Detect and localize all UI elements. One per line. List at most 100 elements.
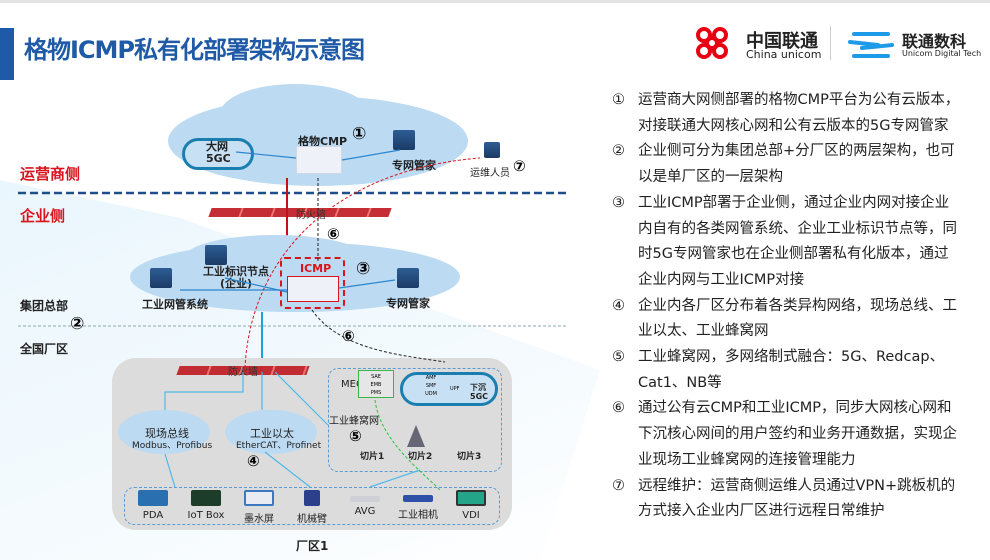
device-list: PDA IoT Box 墨水屏 机械臂 AVG 工业相机 VDI xyxy=(128,490,496,525)
note-item: ⑥ 通过公有云CMP和工业ICMP，同步大网核心网和下沉核心网间的用户签约和业务开… xyxy=(612,396,982,473)
sink-label-1: 下沉 xyxy=(470,383,486,392)
icmp-label: ICMP xyxy=(300,262,332,275)
logo-divider xyxy=(830,26,831,60)
marker-6a: ⑥ xyxy=(327,225,340,243)
marker-2: ② xyxy=(70,314,85,334)
note-text: 方式接入企业内厂区进行远程日常维护 xyxy=(638,503,885,520)
factory-label: 厂区1 xyxy=(296,539,329,553)
zone-operator: 运营商侧 xyxy=(20,165,81,183)
device-robot-arm: 机械臂 xyxy=(287,490,337,525)
note-line: 方式接入企业内厂区进行远程日常维护 xyxy=(612,499,982,525)
note-text: 下沉核心网间的用户签约和业务开通数据，实现企 xyxy=(638,426,957,443)
marker-1: ① xyxy=(352,124,367,144)
note-text: 企业内网与工业ICMP对接 xyxy=(638,271,805,288)
ethernet-label: 工业以太 xyxy=(250,427,294,440)
note-text: 远程维护：运营商侧运维人员通过VPN+跳板机的 xyxy=(638,477,956,494)
zone-factories: 全国厂区 xyxy=(20,342,69,356)
ops-label: 运维人员 xyxy=(470,168,510,179)
device-agv: AVG xyxy=(340,490,390,525)
note-text: 企业侧可分为集团总部+分厂区的两层架构，也可 xyxy=(638,143,955,160)
note-line: 时5G专网管家也在企业侧部署私有化版本，通过 xyxy=(612,242,982,268)
title-accent xyxy=(0,28,14,80)
note-text: 工业ICMP部署于企业侧，通过企业内网对接企业 xyxy=(638,194,950,211)
note-number: ② xyxy=(612,143,625,160)
note-number: ① xyxy=(612,92,625,108)
device-camera: 工业相机 xyxy=(393,490,443,525)
note-number: ③ xyxy=(612,194,625,211)
nms-icon xyxy=(150,268,172,288)
note-line: 下沉核心网间的用户签约和业务开通数据，实现企 xyxy=(612,422,982,448)
note-line: ⑦ 远程维护：运营商侧运维人员通过VPN+跳板机的 xyxy=(612,474,982,500)
upf-label: UPF xyxy=(450,386,460,392)
note-text: 运营商大网侧部署的格物CMP平台为公有云版本， xyxy=(638,92,960,108)
note-number: ④ xyxy=(612,297,625,314)
note-text: 内自有的各类网管系统、企业工业标识节点等，同 xyxy=(638,220,957,237)
note-line: 内自有的各类网管系统、企业工业标识节点等，同 xyxy=(612,217,982,243)
firewall-label: 防火墙 xyxy=(296,210,326,221)
id-node-icon xyxy=(205,245,227,265)
note-line: Cat1、NB等 xyxy=(612,371,982,397)
note-text: 业现场工业蜂窝网的连接管理能力 xyxy=(638,451,856,468)
camera-icon xyxy=(403,495,433,502)
device-vdi: VDI xyxy=(446,490,496,525)
slice-1: 切片1 xyxy=(360,452,385,462)
marker-6b: ⑥ xyxy=(342,327,355,345)
note-text: 以是单厂区的一层架构 xyxy=(638,169,783,186)
unicom-name-cn: 中国联通 xyxy=(746,31,818,52)
digital-name-cn: 联通数科 xyxy=(902,32,967,51)
sink-label-2: 5GC xyxy=(470,392,489,401)
note-text: 时5G专网管家也在企业侧部署私有化版本，通过 xyxy=(638,246,949,263)
note-line: ② 企业侧可分为集团总部+分厂区的两层架构，也可 xyxy=(612,139,982,165)
note-line: 对接联通大网核心网和公有云版本的5G专网管家 xyxy=(612,114,982,140)
icmp-screen xyxy=(287,276,339,302)
agv-icon xyxy=(350,496,380,502)
slice-3: 切片3 xyxy=(457,452,482,462)
hq-mgr-label: 专网管家 xyxy=(386,297,430,310)
eink-icon xyxy=(244,490,274,506)
hq-server-icon xyxy=(397,268,419,288)
marker-7: ⑦ xyxy=(513,157,526,175)
fieldbus-sub: Modbus、Profibus xyxy=(132,441,213,451)
unicom-digital-logo-icon xyxy=(848,32,894,58)
nms-label: 工业网管系统 xyxy=(142,298,208,311)
cmp-label: 格物CMP xyxy=(298,135,348,148)
note-line: ③ 工业ICMP部署于企业侧，通过企业内网对接企业 xyxy=(612,191,982,217)
note-text: 业以太、工业蜂窝网 xyxy=(638,323,769,340)
note-line: 业以太、工业蜂窝网 xyxy=(612,319,982,345)
id-node-sub: (企业) xyxy=(219,277,253,290)
ethernet-sub: EtherCAT、Profinet xyxy=(236,441,322,451)
note-text: 通过公有云CMP和工业ICMP，同步大网核心网和 xyxy=(638,400,952,417)
note-item: ⑦ 远程维护：运营商侧运维人员通过VPN+跳板机的方式接入企业内厂区进行远程日常维… xyxy=(612,474,982,525)
pda-icon xyxy=(138,490,168,506)
note-item: ③ 工业ICMP部署于企业侧，通过企业内网对接企业内自有的各类网管系统、企业工业标… xyxy=(612,191,982,294)
notes-list: ① 运营商大网侧部署的格物CMP平台为公有云版本， 对接联通大网核心网和公有云版本的… xyxy=(612,88,982,525)
note-number: ⑥ xyxy=(612,400,625,417)
fieldbus-label: 现场总线 xyxy=(145,427,189,440)
note-item: ① 运营商大网侧部署的格物CMP平台为公有云版本， 对接联通大网核心网和公有云版本的… xyxy=(612,88,982,139)
cellular-label: 工业蜂窝网 xyxy=(329,416,379,427)
note-number: ⑦ xyxy=(612,477,625,494)
china-unicom-logo-icon xyxy=(696,27,728,59)
marker-5: ⑤ xyxy=(349,427,362,445)
note-item: ② 企业侧可分为集团总部+分厂区的两层架构，也可以是单厂区的一层架构 xyxy=(612,139,982,190)
operator-cloud-top xyxy=(220,84,370,144)
note-number: ⑤ xyxy=(612,349,625,366)
iot-box-icon xyxy=(191,490,221,506)
slice-2: 切片2 xyxy=(408,452,433,462)
note-line: ⑥ 通过公有云CMP和工业ICMP，同步大网核心网和 xyxy=(612,396,982,422)
marker-3: ③ xyxy=(356,259,371,279)
devices-area xyxy=(124,487,500,525)
note-text: Cat1、NB等 xyxy=(638,374,722,391)
note-line: 以是单厂区的一层架构 xyxy=(612,165,982,191)
operator-divider xyxy=(18,191,568,195)
note-line: 企业内网与工业ICMP对接 xyxy=(612,268,982,294)
robot-arm-icon xyxy=(304,490,320,506)
factory-firewall-label: 防火墙 xyxy=(228,367,258,378)
server-icon xyxy=(393,130,415,150)
